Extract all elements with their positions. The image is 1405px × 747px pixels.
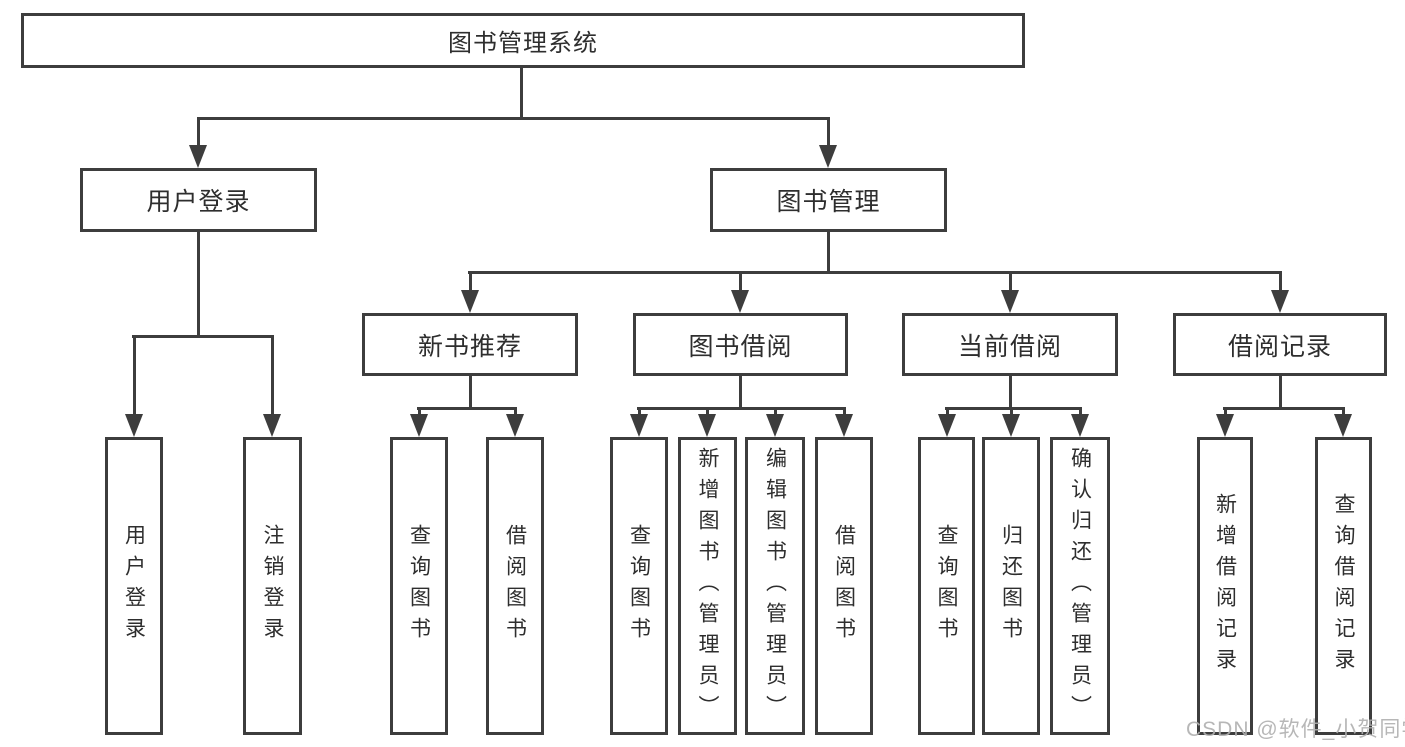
connector-line [774,407,777,417]
connector-line [520,68,523,120]
connector-line [132,335,274,338]
arrow-down-icon [263,414,281,437]
leaf-query-borrow-record-label: 查询借阅记录 [1332,493,1355,679]
arrow-down-icon [1334,414,1352,437]
connector-line [1279,271,1282,291]
node-user-login: 用户登录 [80,168,317,232]
arrow-down-icon [461,290,479,313]
leaf-confirm-return-admin-label: 确认归还（管理员） [1068,446,1092,726]
node-user-login-label: 用户登录 [146,188,251,216]
connector-line [946,407,949,417]
node-book-management: 图书管理 [710,168,947,232]
node-new-book-recommend-label: 新书推荐 [417,332,522,361]
node-root-label: 图书管理系统 [448,30,598,57]
connector-line [197,117,830,120]
leaf-user-login-label: 用户登录 [122,524,146,648]
arrow-down-icon [1071,414,1089,437]
connector-line [739,271,742,291]
leaf-confirm-return-admin: 确认归还（管理员） [1050,437,1110,735]
connector-line [1224,407,1227,417]
arrow-down-icon [698,414,716,437]
arrow-down-icon [731,290,749,313]
connector-line [133,335,136,415]
node-borrow-record-label: 借阅记录 [1227,332,1332,361]
arrow-down-icon [938,414,956,437]
connector-line [469,376,472,409]
connector-line [1009,271,1012,291]
csdn-watermark: CSDN @软件_小贺同学 [1186,718,1405,741]
leaf-query-book-borrow-label: 查询图书 [627,524,651,648]
leaf-borrow-book-recommend: 借阅图书 [486,437,544,735]
node-book-management-label: 图书管理 [776,188,881,216]
leaf-borrow-book: 借阅图书 [815,437,873,735]
connector-line [1279,376,1282,409]
connector-line [417,407,517,410]
connector-line [945,407,1082,410]
leaf-edit-book-admin: 编辑图书（管理员） [745,437,805,735]
arrow-down-icon [1002,414,1020,437]
node-root: 图书管理系统 [21,13,1025,68]
node-current-borrow-label: 当前借阅 [957,332,1062,361]
connector-line [1010,407,1013,417]
connector-line [706,407,709,417]
connector-line [1009,376,1012,409]
connector-line [638,407,641,417]
leaf-query-book-recommend: 查询图书 [390,437,448,735]
arrow-down-icon [410,414,428,437]
arrow-down-icon [766,414,784,437]
node-current-borrow: 当前借阅 [902,313,1118,376]
connector-line [1342,407,1345,417]
leaf-add-book-admin-label: 新增图书（管理员） [696,446,719,726]
leaf-edit-book-admin-label: 编辑图书（管理员） [763,446,787,726]
connector-line [637,407,846,410]
connector-line [843,407,846,417]
connector-line [271,335,274,415]
connector-line [739,376,742,409]
leaf-return-book: 归还图书 [982,437,1040,735]
leaf-add-borrow-record: 新增借阅记录 [1197,437,1253,735]
leaf-logout: 注销登录 [243,437,302,735]
arrow-down-icon [189,145,207,168]
connector-line [827,232,830,272]
connector-line [1223,407,1345,410]
arrow-down-icon [630,414,648,437]
leaf-borrow-book-recommend-label: 借阅图书 [503,524,527,648]
arrow-down-icon [1271,290,1289,313]
node-book-borrow-label: 图书借阅 [688,332,793,361]
connector-line [197,232,200,337]
leaf-add-borrow-record-label: 新增借阅记录 [1213,493,1237,679]
leaf-return-book-label: 归还图书 [999,524,1023,648]
connector-line [197,117,200,149]
leaf-query-book-borrow: 查询图书 [610,437,668,735]
connector-line [418,407,421,417]
arrow-down-icon [835,414,853,437]
connector-line [469,271,472,291]
node-book-borrow: 图书借阅 [633,313,848,376]
connector-line [468,271,1282,274]
leaf-query-book-recommend-label: 查询图书 [407,524,431,648]
arrow-down-icon [1216,414,1234,437]
leaf-query-book-current-label: 查询图书 [935,524,958,648]
arrow-down-icon [125,414,143,437]
connector-line [1079,407,1082,417]
arrow-down-icon [1001,290,1019,313]
node-borrow-record: 借阅记录 [1173,313,1387,376]
connector-line [514,407,517,417]
leaf-logout-label: 注销登录 [261,524,284,648]
node-new-book-recommend: 新书推荐 [362,313,578,376]
arrow-down-icon [506,414,524,437]
leaf-add-book-admin: 新增图书（管理员） [678,437,737,735]
leaf-borrow-book-label: 借阅图书 [832,524,856,648]
leaf-query-borrow-record: 查询借阅记录 [1315,437,1372,735]
leaf-user-login: 用户登录 [105,437,163,735]
leaf-query-book-current: 查询图书 [918,437,975,735]
connector-line [827,117,830,149]
arrow-down-icon [819,145,837,168]
